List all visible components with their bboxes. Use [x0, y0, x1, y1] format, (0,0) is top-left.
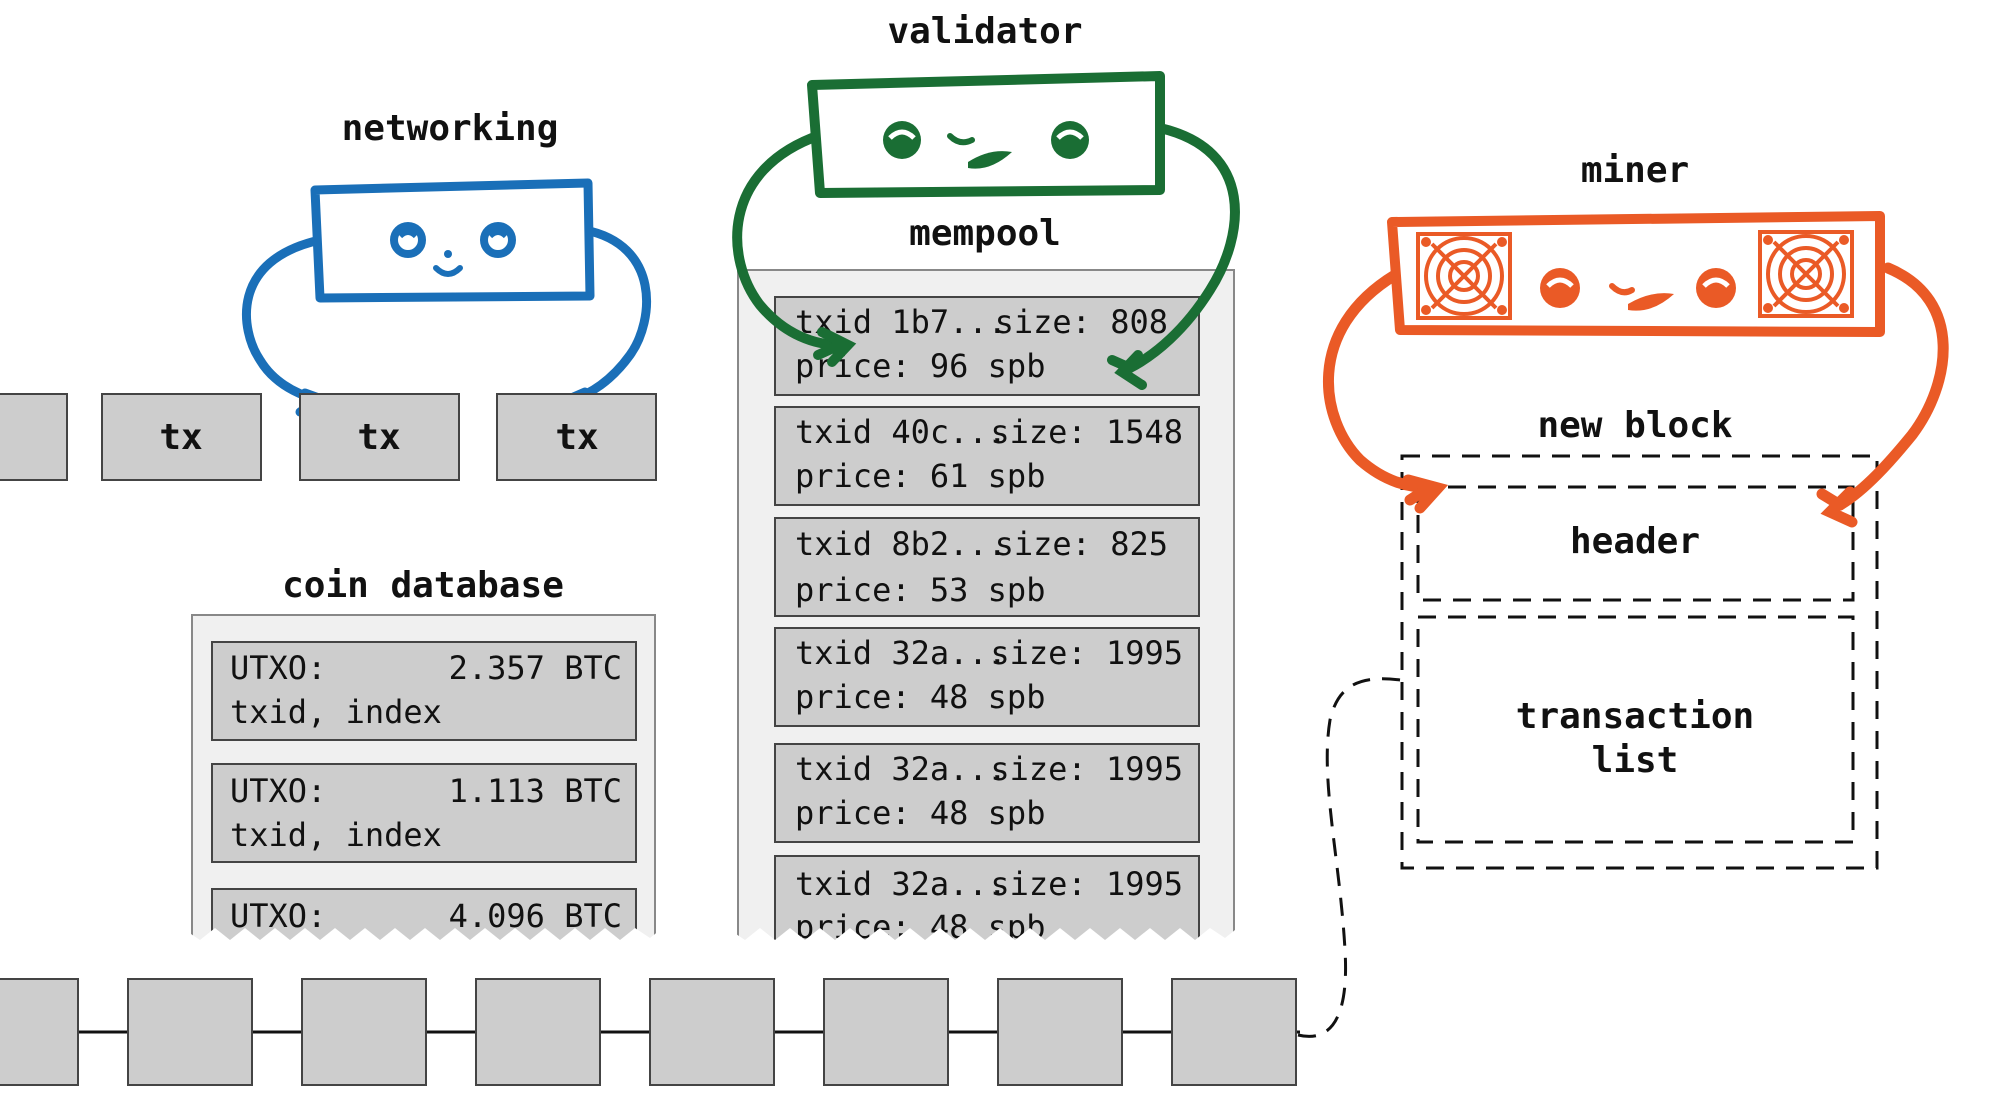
utxo-entry: UTXO: 2.357 BTC txid, index	[211, 641, 637, 741]
tx-label: tx	[357, 417, 400, 458]
chain-block	[997, 978, 1123, 1086]
mempool-price: price: 48 spb	[795, 794, 1045, 832]
tx-label: tx	[555, 417, 598, 458]
chain-block	[823, 978, 949, 1086]
utxo-amount: 1.113 BTC	[449, 772, 622, 810]
transaction-list-label-line2: list	[1592, 740, 1679, 781]
validator-robot-face-icon	[732, 71, 1240, 390]
mempool-txid: txid 40c...	[795, 413, 1007, 451]
new-block-link	[1297, 677, 1401, 1038]
tx-box: tx	[496, 393, 657, 481]
coin-database-panel: UTXO: 2.357 BTC txid, index UTXO: 1.113 …	[191, 614, 656, 940]
mempool-entry: txid 8b2... size: 825 price: 53 spb	[774, 517, 1200, 617]
chain-block	[1171, 978, 1297, 1086]
utxo-label: UTXO:	[230, 772, 326, 810]
mempool-txid: txid 32a...	[795, 634, 1007, 672]
mempool-size: size: 1995	[990, 634, 1183, 672]
mempool-entry: txid 32a... size: 1995 price: 48 spb	[774, 743, 1200, 843]
mempool-txid: txid 32a...	[795, 865, 1007, 903]
utxo-amount: 2.357 BTC	[449, 649, 622, 687]
mempool-size: size: 808	[995, 303, 1168, 341]
utxo-label: UTXO:	[230, 649, 326, 687]
block-header	[1416, 485, 1855, 602]
mempool-price: price: 48 spb	[795, 678, 1045, 716]
new-block-outline	[1400, 454, 1879, 870]
chain-block	[475, 978, 601, 1086]
mempool-entry: txid 32a... size: 1995 price: 48 spb	[774, 855, 1200, 946]
tx-box	[0, 393, 68, 481]
mempool-price: price: 53 spb	[795, 571, 1045, 609]
mempool-price: price: 48 spb	[795, 908, 1045, 946]
mempool-title: mempool	[909, 213, 1061, 254]
coin-database-title: coin database	[282, 565, 564, 606]
fan-icon	[1416, 232, 1512, 320]
chain-block	[301, 978, 427, 1086]
mempool-entry: txid 40c... size: 1548 price: 61 spb	[774, 406, 1200, 506]
utxo-ref: txid, index	[230, 693, 442, 731]
networking-robot-face-icon	[242, 178, 651, 423]
networking-title: networking	[342, 108, 559, 149]
miner-robot-face-icon	[1323, 211, 1949, 528]
mempool-size: size: 825	[995, 525, 1168, 563]
tx-queue: tx tx tx	[0, 393, 657, 481]
utxo-ref: txid, index	[230, 816, 442, 854]
mempool-size: size: 1995	[990, 865, 1183, 903]
mempool-size: size: 1548	[990, 413, 1183, 451]
mempool-entry: txid 32a... size: 1995 price: 48 spb	[774, 627, 1200, 727]
block-transaction-list	[1416, 615, 1855, 844]
utxo-label: UTXO:	[230, 897, 326, 935]
mempool-txid: txid 8b2...	[795, 525, 1007, 563]
chain-block	[649, 978, 775, 1086]
miner-title: miner	[1581, 150, 1689, 191]
chain-block	[0, 978, 79, 1086]
fan-icon	[1758, 230, 1854, 318]
mempool-price: price: 61 spb	[795, 457, 1045, 495]
tx-box: tx	[299, 393, 460, 481]
tx-label: tx	[159, 417, 202, 458]
utxo-entry: UTXO: 1.113 BTC txid, index	[211, 763, 637, 863]
mempool-panel: txid 1b7... size: 808 price: 96 spb txid…	[737, 269, 1235, 946]
new-block-title: new block	[1537, 405, 1732, 446]
mempool-size: size: 1995	[990, 750, 1183, 788]
blockchain	[0, 677, 1401, 1086]
chain-block	[127, 978, 253, 1086]
utxo-entry: UTXO: 4.096 BTC	[211, 888, 637, 940]
new-block: header transaction list	[1400, 454, 1879, 870]
transaction-list-label-line1: transaction	[1516, 696, 1754, 737]
mempool-txid: txid 32a...	[795, 750, 1007, 788]
utxo-amount: 4.096 BTC	[449, 897, 622, 935]
validator-title: validator	[887, 11, 1082, 52]
block-header-label: header	[1570, 521, 1700, 562]
tx-box: tx	[101, 393, 262, 481]
